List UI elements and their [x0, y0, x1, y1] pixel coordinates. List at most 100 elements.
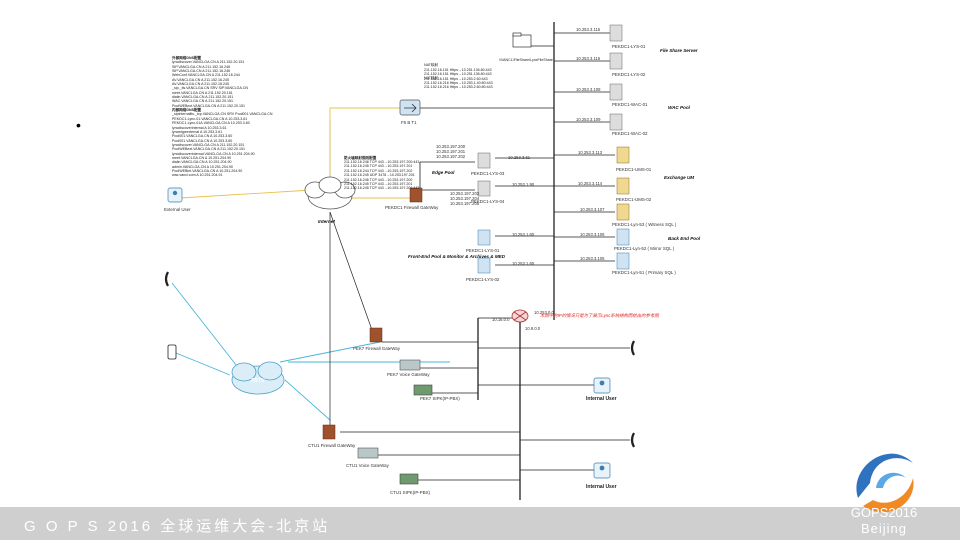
core-router-icon — [511, 309, 529, 323]
edge-nat-header: 防火墙映射规则配置 — [344, 156, 377, 160]
gops-logo-icon — [856, 453, 914, 513]
nat-row: 211.152.16.151 Https→10.253.2.60:443 — [424, 76, 488, 81]
router-ip-3: 10.9.0.0 — [525, 326, 541, 331]
nat-row: 211.152.16.246 TCP 443→10.253.197.200:44… — [344, 160, 420, 164]
edge-nat-rows: 211.152.16.246 TCP 443→10.253.197.200:44… — [344, 160, 419, 191]
footer-title: G O P S 2016 全球运维大会-北京站 — [24, 518, 331, 535]
pstn-label: PSTN — [251, 378, 265, 384]
file-share-server-label: File Share Server — [660, 48, 698, 53]
ctu1-ip-pbx-label: CTU1 SIPK(IP-PBX) — [390, 490, 431, 495]
fs-ip-2: 10.253.3.116 — [576, 56, 601, 61]
server-icons — [477, 24, 630, 274]
edge-ext-ip-4: 10.253.197.203 — [450, 191, 480, 196]
mobile-phone-icon — [167, 344, 177, 360]
nat-row: 211.152.16.246 TCP 443→10.253.197.200 — [344, 177, 413, 182]
edge-ext-ip-5: 10.253.197.204 — [450, 196, 480, 201]
dns-record-row: wac.vancl.com A 10.251.204.91 — [172, 173, 223, 178]
nat-row: 211.152.16.151 Https→10.251.136.80:443 — [424, 68, 492, 72]
dns-record-row: SIP.VANCLGA.CN A 211.152.16.246 — [172, 64, 231, 69]
wac-ip-1: 10.253.3.108 — [576, 87, 601, 92]
nat-header-2: NAT映射 — [424, 76, 439, 80]
nat-row: 211.152.16.245 TCP 443→10.253.197.201:44… — [344, 186, 420, 191]
fs-server-1: PEKDC1-LYS-01 — [612, 44, 646, 49]
fs-server-2: PEKDC1-LYS-02 — [612, 72, 646, 77]
dns-record-row: _sipinternaltls._tcp.VANCLGA.CN SRV Pool… — [172, 112, 273, 117]
fe-server-1: PEKDC1-LYS-01 — [466, 248, 500, 253]
fe-ip-1: 10.253.1.60 — [512, 232, 535, 237]
internal-user-label-1: Internal User — [586, 396, 617, 402]
pekdc1-firewall-icon — [409, 187, 423, 203]
wac-pool-label: WAC Pool — [668, 105, 690, 110]
exchange-um-label: Exchange UM — [664, 175, 695, 180]
dns-record-row: lyncdiscover.VANCLGA.CN A 211.152.20.151 — [172, 142, 245, 147]
dns-record-row: Pool001.VANCLGA.CN A 10.253.3.60 — [172, 134, 233, 139]
be-server-3: PEKDC1-Lyn-51 ( Primary SQL ) — [612, 270, 676, 275]
dns-record-row: lyncdiscover.VANCLGA.CN A 211.152.20.151 — [172, 60, 245, 65]
edge-server-1: PEKDC1-LYS-03 — [471, 171, 505, 176]
f5-load-balancer-icon — [399, 99, 421, 116]
dns-record-row: AV.VANCLGA.CN A 211.152.16.245 — [172, 82, 230, 87]
be-server-2: PEKDC1-Lyn-52 ( Mirror SQL ) — [614, 246, 675, 251]
internal-user-icon-1 — [593, 377, 611, 394]
fs-ip-1: 10.253.3.115 — [576, 27, 601, 32]
phone-icon — [164, 271, 169, 287]
phone-icon-right-2 — [630, 432, 635, 448]
ctu1-firewall-label: CTU1 Firewall GateWay — [308, 443, 356, 448]
nat-row: 211.152.16.245 TCP 443→10.253.197.201 — [344, 164, 413, 169]
external-user-icon — [167, 187, 183, 203]
dns-record-row: dialin.VANCLGA.CN A 10.251.204.90 — [172, 160, 232, 165]
pek7-voice-gateway-icon — [399, 359, 421, 371]
dns-record-row: AV.VANCLGA.CN A 211.152.16.245 — [172, 77, 230, 82]
nat-row: 211.152.16.216 Https→10.253.1.40:80:443 — [424, 81, 493, 85]
file-share-caption: \\VANCL\FileShare\LyncFileShare — [499, 58, 553, 62]
dns-record-row: WebConf.VANCLGA.CN A 211.152.16.244 — [172, 73, 240, 78]
nat-row: 211.152.16.245 UDP 3478→10.253.197.201 — [344, 173, 415, 178]
wac-ip-2: 10.253.3.109 — [576, 117, 601, 122]
ex-ip-2: 10.253.3.114 — [578, 181, 603, 186]
dns-record-row: SIP.VANCLGA.CN A 211.152.16.246 — [172, 69, 231, 74]
dns-record-row: Pool001.VANCLGA.CN A 10.253.3.60 — [172, 138, 233, 143]
edge-ext-ip-6: 10.253.197.205 — [450, 201, 480, 206]
ctu1-voice-gateway-icon — [357, 447, 379, 459]
dns-record-row: lyncdiscoverinternal A 10.253.3.61 — [172, 125, 227, 130]
nat-row: 211.152.16.244 TCP 443→10.253.197.202 — [344, 168, 413, 173]
be-ip-2: 10.253.3.106 — [580, 232, 605, 237]
pek7-firewall-icon — [369, 327, 383, 343]
fe-server-2: PEKDC1-LYS-02 — [466, 277, 500, 282]
wac-server-1: PEKDC1-WAC-01 — [612, 102, 648, 107]
ctu1-ip-pbx-icon — [399, 473, 419, 485]
nat-row: 211.152.16.151 Https→10.251.136.80:443 — [424, 72, 492, 77]
edge-server-2: PEKDC1-LYS-04 — [471, 199, 505, 204]
ex-ip-1: 10.253.3.113 — [578, 150, 603, 155]
be-ip-1: 10.253.3.107 — [580, 207, 605, 212]
router-ip-2: 10.16.0.0 — [492, 317, 510, 322]
dns-record-row: PEKDC1-Lync-01.VANCLGA.CN A 10.253.3.61 — [172, 116, 248, 121]
pekdc1-firewall-label: PEKDC1 Firewall GateWay — [385, 205, 439, 210]
ex-server-2: PEKDC1-UMS-02 — [616, 197, 652, 202]
fe-ip-2: 10.253.1.60 — [512, 261, 535, 266]
pek7-voice-gateway-label: PEK7 Voice GateWay — [387, 372, 430, 377]
internet-cloud-icon — [304, 176, 356, 210]
f5-label: F5 B T1 — [401, 120, 417, 125]
dns-record-row: admin.VANCLGA.CN A 10.251.204.90 — [172, 164, 233, 169]
edge-ip-1: 10.253.3.61 — [508, 155, 531, 160]
logo-text-2: Beijing — [860, 521, 908, 536]
wac-server-2: PEKDC1-WAC-02 — [612, 131, 648, 136]
ex-server-1: PEKDC1-UMS-01 — [616, 167, 652, 172]
pek7-firewall-label: PEK7 Firewall GateWay — [353, 346, 400, 351]
dns-record-row: PEKDC1-Lync-01A.VANCLGA.CN A 10.253.3.60 — [172, 121, 250, 126]
dns-record-row: dialin.VANCLGA.CN A 211.152.20.151 — [172, 95, 234, 100]
dns-record-row: WAC.VANCLGA.CN A 211.152.20.151 — [172, 99, 234, 104]
phone-icon-right-1 — [630, 340, 635, 356]
router-ip-1: 10.253.0.0 — [534, 310, 554, 315]
dns-record-row: PoolWEBext.VANCLGA.CN A 211.152.20.151 — [172, 147, 245, 152]
note-text: 木图中的IP的情况只是为了展示Lync系统结构而给出的参考图 — [540, 313, 659, 318]
internal-user-label-2: Internal User — [586, 484, 617, 490]
be-ip-3: 10.253.3.105 — [580, 256, 605, 261]
be-server-1: PEKDC1-Lyn-53 ( Witness SQL ) — [612, 222, 677, 227]
dns-record-row: _sip._tls.VANCLGA.CN SRV SIP.VANCLGA.CN — [172, 86, 249, 91]
